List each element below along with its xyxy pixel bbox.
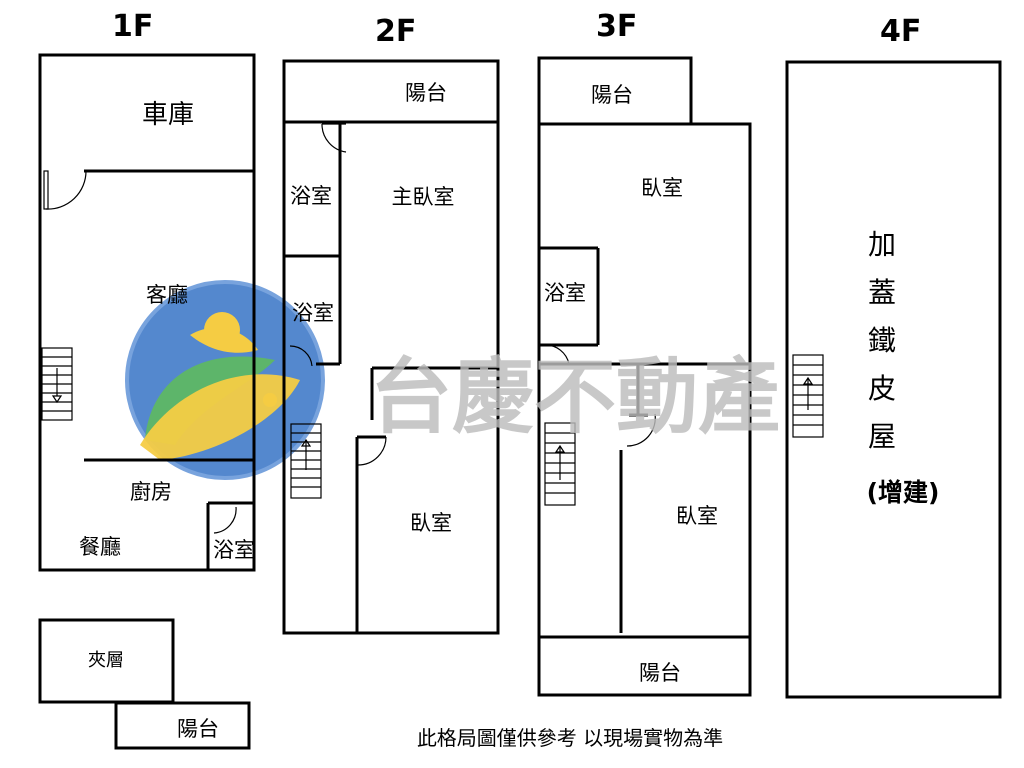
room-label-bedroom-1: 臥室: [641, 176, 683, 200]
door-icon: [289, 345, 313, 367]
stairs-icon: [41, 347, 73, 421]
room-label-line: (增建): [867, 478, 940, 507]
stairs-icon: [544, 422, 576, 506]
door-icon: [544, 344, 570, 365]
room-label-balcony: 陽台: [177, 717, 219, 741]
room-label-balcony: 陽台: [405, 81, 447, 105]
door-icon: [45, 170, 87, 210]
room-label-living: 客廳: [146, 283, 188, 307]
room-label-dining: 餐廳: [79, 535, 121, 559]
floor-label-4f: 4F: [880, 14, 921, 49]
room-label-bath: 浴室: [544, 281, 586, 305]
room-label-bedroom-2: 臥室: [676, 504, 718, 528]
room-label-bedroom: 臥室: [410, 511, 452, 535]
door-icon: [357, 436, 387, 466]
room-label-bath-1: 浴室: [290, 184, 332, 208]
floor-2f-plan: 陽台 浴室 浴室 主臥室 臥室: [282, 59, 500, 635]
room-label-line: 鐵: [868, 324, 896, 357]
door-icon: [213, 506, 237, 534]
floor-label-3f: 3F: [596, 9, 637, 44]
footer-note: 此格局圖僅供參考 以現場實物為準: [417, 726, 723, 750]
room-label-line: 屋: [868, 420, 896, 453]
door-icon: [321, 123, 347, 153]
room-label-mezzanine: 夾層: [88, 650, 124, 671]
room-label-balcony-bottom: 陽台: [639, 661, 681, 685]
room-label-line: 皮: [868, 372, 896, 405]
room-label-kitchen: 廚房: [130, 480, 172, 504]
floor-1f-plan: 車庫 客廳 廚房 餐廳 浴室 夾層 陽台: [38, 53, 256, 750]
room-label-bath: 浴室: [213, 538, 255, 562]
floor-label-1f: 1F: [112, 9, 153, 44]
watermark-brand-text: 台慶不動產: [370, 350, 780, 445]
floor-label-2f: 2F: [375, 14, 416, 49]
room-label-line: 加: [868, 228, 896, 261]
door-icon: [626, 413, 656, 447]
stairs-icon: [290, 423, 322, 499]
room-label-bath-2: 浴室: [292, 301, 334, 325]
room-label-line: 蓋: [868, 276, 896, 309]
room-label-master-bedroom: 主臥室: [392, 185, 455, 209]
floor-3f-plan: 陽台 臥室 浴室 臥室 陽台: [537, 56, 752, 697]
stairs-icon: [792, 354, 824, 438]
room-label-balcony-top: 陽台: [591, 83, 633, 107]
room-label-garage: 車庫: [142, 100, 194, 130]
floor-4f-plan: 加 蓋 鐵 皮 屋 (增建): [785, 60, 1002, 699]
watermark-logo: [125, 280, 325, 480]
